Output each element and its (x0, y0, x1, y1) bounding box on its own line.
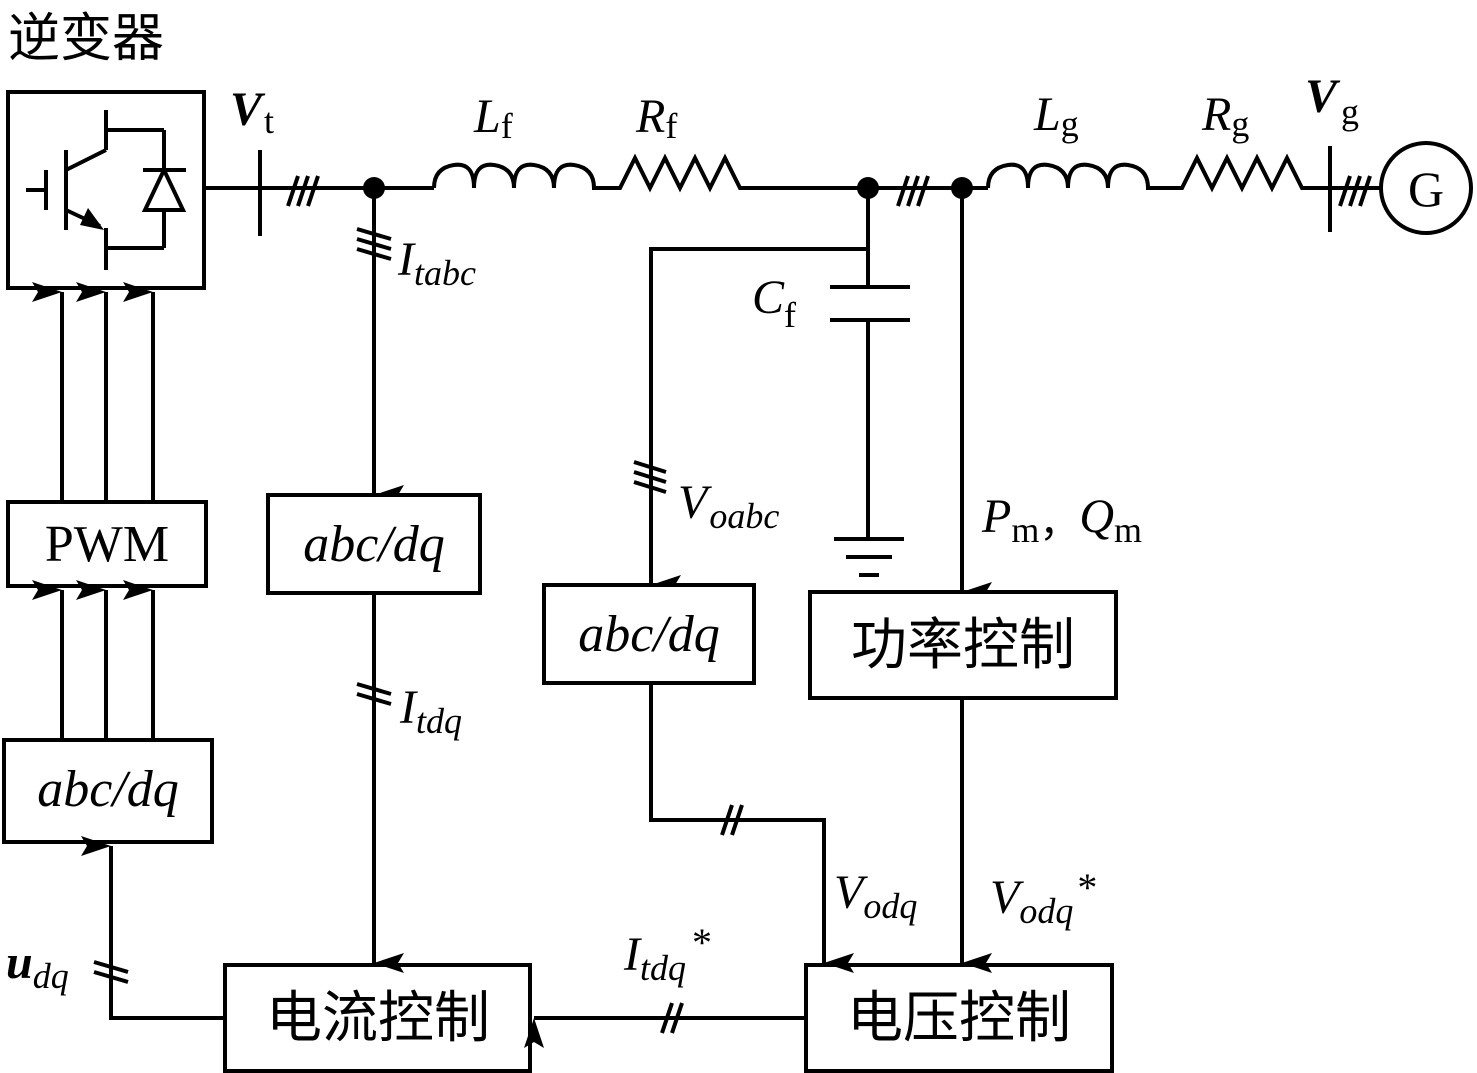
three-phase-marker (1338, 175, 1372, 207)
three-phase-marker (896, 175, 930, 207)
inductor-lf-icon (432, 162, 606, 190)
lf-label: Lf (473, 90, 513, 146)
diode-icon (141, 165, 187, 212)
three-phase-marker (286, 175, 320, 207)
inductor-lg-icon (986, 162, 1172, 190)
cf-label: Cf (752, 271, 796, 335)
inverter-title: 逆变器 (8, 11, 164, 68)
capacitor-cf-icon (830, 188, 910, 538)
current-control-block: 电流控制 (223, 963, 532, 1073)
two-phase-marker (720, 804, 744, 836)
itdq-ref-label: Itdq* (623, 920, 712, 988)
voabc-signal-line (649, 247, 868, 595)
three-phase-marker (633, 460, 667, 494)
abc-dq-voltage-block: abc/dq (542, 583, 756, 685)
itabc-label: Itabc (397, 233, 476, 293)
vodq-label: Vodq (834, 866, 917, 926)
svg-text:abc/dq: abc/dq (578, 606, 720, 663)
vt-label: Vt (230, 83, 274, 141)
rf-label: Rf (635, 90, 677, 146)
resistor-rg-icon (1172, 153, 1380, 193)
itdq-label: Itdq (399, 681, 462, 741)
ground-icon (834, 537, 904, 577)
pm-qm-label: Pm，Qm (981, 490, 1142, 550)
three-phase-marker (356, 227, 392, 261)
voltage-control-block: 电压控制 (804, 963, 1114, 1073)
main-bus: G (204, 141, 1473, 236)
udq-label: udq (6, 936, 69, 996)
vodq-ref-label: Vodq* (990, 865, 1097, 931)
svg-text:PWM: PWM (45, 516, 169, 573)
pwm-block: PWM (6, 500, 208, 588)
two-phase-marker (93, 960, 129, 984)
igbt-icon (26, 110, 166, 270)
two-phase-marker (356, 682, 392, 706)
abc-dq-left-block: abc/dq (2, 738, 214, 844)
svg-text:abc/dq: abc/dq (303, 516, 445, 573)
resistor-rf-icon (606, 153, 870, 193)
generator-icon (1379, 141, 1473, 235)
pwm-to-inverter-arrows (32, 282, 155, 502)
svg-text:电压控制: 电压控制 (847, 988, 1071, 1050)
svg-text:功率控制: 功率控制 (851, 615, 1075, 677)
abcdq-to-pwm-arrows (32, 580, 155, 740)
inverter-block (6, 90, 206, 290)
udq-signal-line (81, 836, 225, 1020)
abc-dq-current-block: abc/dq (266, 493, 482, 595)
voabc-label: Voabc (678, 476, 779, 536)
lg-label: Lg (1033, 88, 1079, 144)
rg-label: Rg (1201, 88, 1249, 144)
two-phase-marker (660, 1002, 684, 1034)
power-control-block: 功率控制 (808, 590, 1118, 700)
generator-label: G (1408, 161, 1444, 217)
svg-text:电流控制: 电流控制 (266, 988, 490, 1050)
svg-text:abc/dq: abc/dq (37, 761, 179, 818)
